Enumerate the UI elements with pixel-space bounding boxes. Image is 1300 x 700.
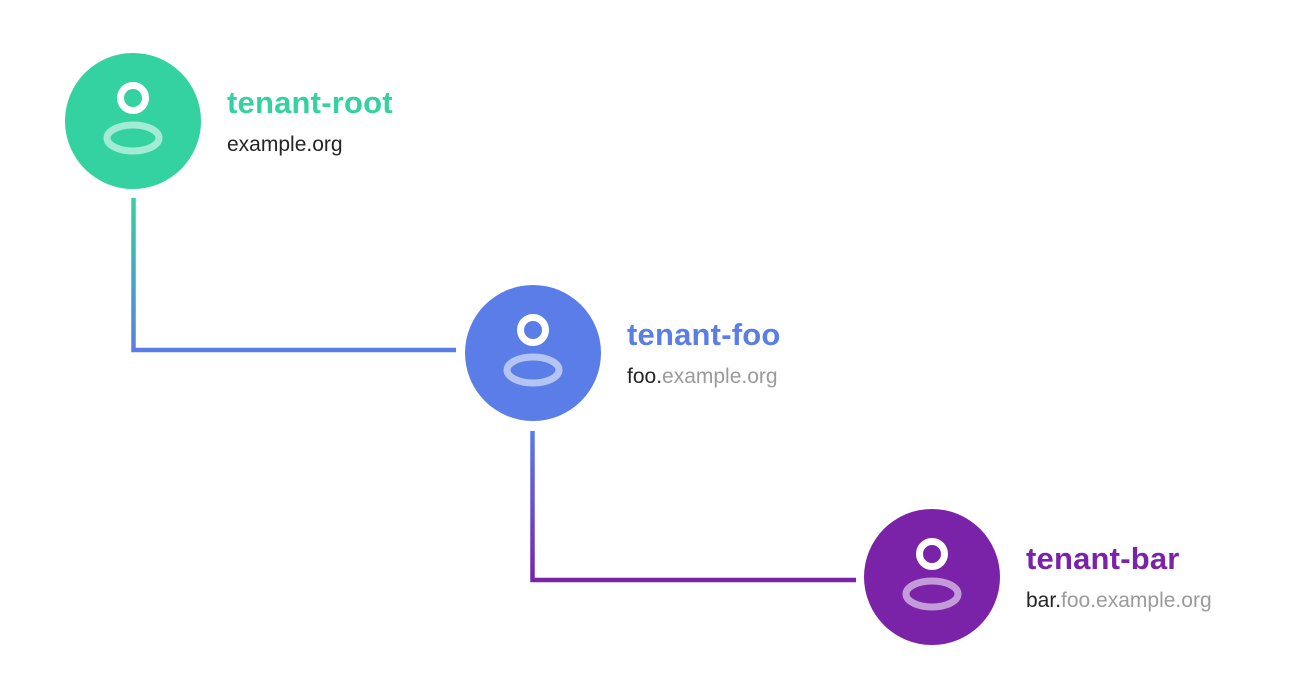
tenant-root-domain-prefix: example.org [227, 133, 343, 157]
tenant-root-labels: tenant-root example.org [227, 85, 393, 158]
connector-root-to-foo [131, 198, 456, 353]
tenant-node-foo: tenant-foo foo.example.org [465, 285, 781, 421]
tenant-foo-avatar [465, 285, 601, 421]
tenant-root-domain: example.org [227, 132, 393, 157]
tenant-bar-avatar [864, 509, 1000, 645]
user-icon [103, 82, 163, 155]
tenant-foo-labels: tenant-foo foo.example.org [627, 317, 781, 390]
user-icon [503, 314, 563, 387]
tenant-foo-domain-prefix: foo. [627, 365, 663, 389]
tenant-root-title: tenant-root [227, 84, 393, 120]
user-icon [902, 538, 962, 611]
tenant-bar-title: tenant-bar [1026, 540, 1180, 576]
tenant-root-avatar [65, 53, 201, 189]
tenant-bar-domain-prefix: bar. [1026, 589, 1062, 613]
tenant-bar-labels: tenant-bar bar.foo.example.org [1026, 541, 1212, 614]
tenant-node-root: tenant-root example.org [65, 53, 393, 189]
tenant-foo-title: tenant-foo [627, 316, 781, 352]
connector-foo-to-bar [530, 431, 856, 583]
tenant-foo-domain: foo.example.org [627, 364, 781, 389]
tenant-foo-domain-rest: example.org [662, 365, 778, 389]
tenant-bar-domain: bar.foo.example.org [1026, 588, 1212, 613]
tenant-node-bar: tenant-bar bar.foo.example.org [864, 509, 1212, 645]
tenant-bar-domain-rest: foo.example.org [1061, 589, 1212, 613]
